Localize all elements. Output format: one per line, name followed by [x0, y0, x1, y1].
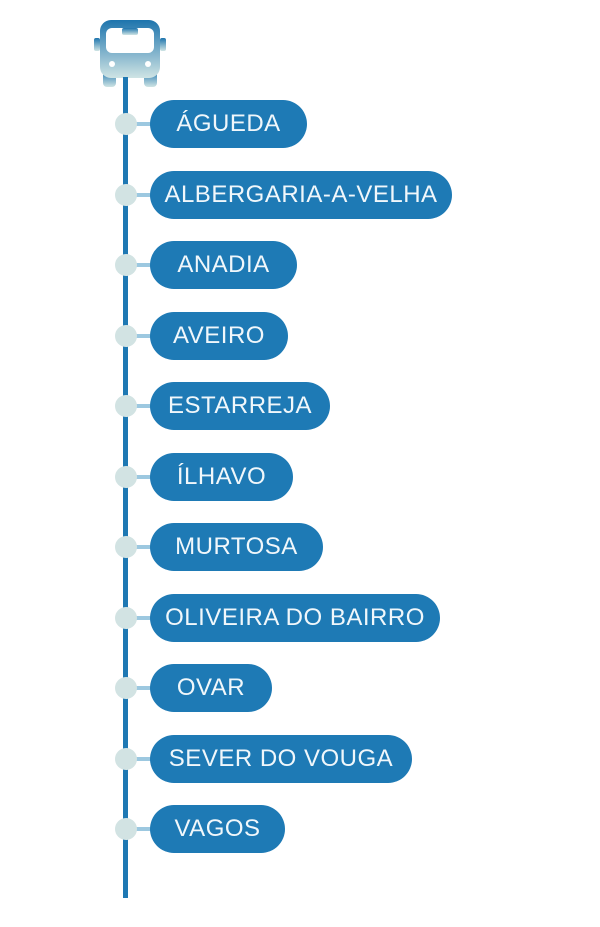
stop-connector [126, 615, 152, 620]
stop-label: VAGOS [174, 815, 261, 842]
timeline-stop-row: AVEIRO [0, 311, 600, 360]
timeline-stop-row: MURTOSA [0, 523, 600, 571]
stop-label: MURTOSA [175, 533, 298, 560]
timeline-stop-row: ÁGUEDA [0, 100, 600, 148]
stop-dot [115, 677, 137, 699]
stop-dot [115, 536, 137, 558]
stop-pill[interactable]: ÁGUEDA [150, 100, 307, 148]
timeline-stop-row: ESTARREJA [0, 382, 600, 430]
stop-dot [115, 395, 137, 417]
stop-pill[interactable]: ANADIA [150, 241, 297, 289]
stop-connector [126, 263, 152, 267]
stop-pill[interactable]: OVAR [150, 664, 272, 712]
stop-dot [115, 818, 137, 840]
stop-pill[interactable]: AVEIRO [150, 311, 288, 360]
stop-dot [115, 113, 137, 135]
stop-pill[interactable]: VAGOS [150, 805, 285, 853]
timeline-line [123, 77, 128, 898]
stop-pill[interactable]: MURTOSA [150, 523, 323, 571]
stop-pill[interactable]: OLIVEIRA DO BAIRRO [150, 593, 440, 642]
stop-label: ANADIA [177, 251, 270, 278]
stop-dot [115, 324, 137, 347]
timeline-stop-row: ALBERGARIA-A-VELHA [0, 170, 600, 219]
stop-pill[interactable]: ÍLHAVO [150, 452, 293, 501]
timeline-stop-row: OLIVEIRA DO BAIRRO [0, 593, 600, 642]
stop-connector [126, 474, 152, 479]
stop-label: ESTARREJA [167, 392, 313, 419]
timeline-rows: ÁGUEDA ALBERGARIA-A-VELHA ANADIA AVEIRO … [0, 100, 600, 876]
timeline-stop-row: OVAR [0, 664, 600, 712]
stop-label: ÁGUEDA [176, 110, 281, 137]
stop-label: AVEIRO [173, 321, 265, 349]
stop-label: ALBERGARIA-A-VELHA [164, 180, 438, 208]
stop-connector [126, 333, 152, 338]
stop-connector [126, 545, 152, 549]
timeline-stop-row: ANADIA [0, 241, 600, 289]
timeline-stop-row: ÍLHAVO [0, 452, 600, 501]
stop-label: OLIVEIRA DO BAIRRO [165, 603, 425, 631]
timeline-stop-row: SEVER DO VOUGA [0, 734, 600, 783]
stop-dot [115, 254, 137, 276]
stop-connector [126, 686, 152, 690]
stop-connector [126, 122, 152, 126]
stop-label: OVAR [176, 674, 246, 701]
timeline-stop-row: VAGOS [0, 805, 600, 853]
stop-connector [126, 404, 152, 408]
stop-pill[interactable]: ALBERGARIA-A-VELHA [150, 170, 452, 219]
stop-label: ÍLHAVO [176, 462, 267, 490]
stop-pill[interactable]: SEVER DO VOUGA [150, 734, 412, 783]
stop-dot [115, 183, 137, 206]
stop-dot [115, 465, 137, 488]
bus-icon [94, 20, 166, 87]
stop-connector [126, 192, 152, 197]
stop-connector [126, 827, 152, 831]
stop-dot [115, 606, 137, 629]
stop-connector [126, 756, 152, 761]
stop-pill[interactable]: ESTARREJA [150, 382, 330, 430]
stop-label: SEVER DO VOUGA [168, 744, 394, 772]
stop-dot [115, 747, 137, 770]
